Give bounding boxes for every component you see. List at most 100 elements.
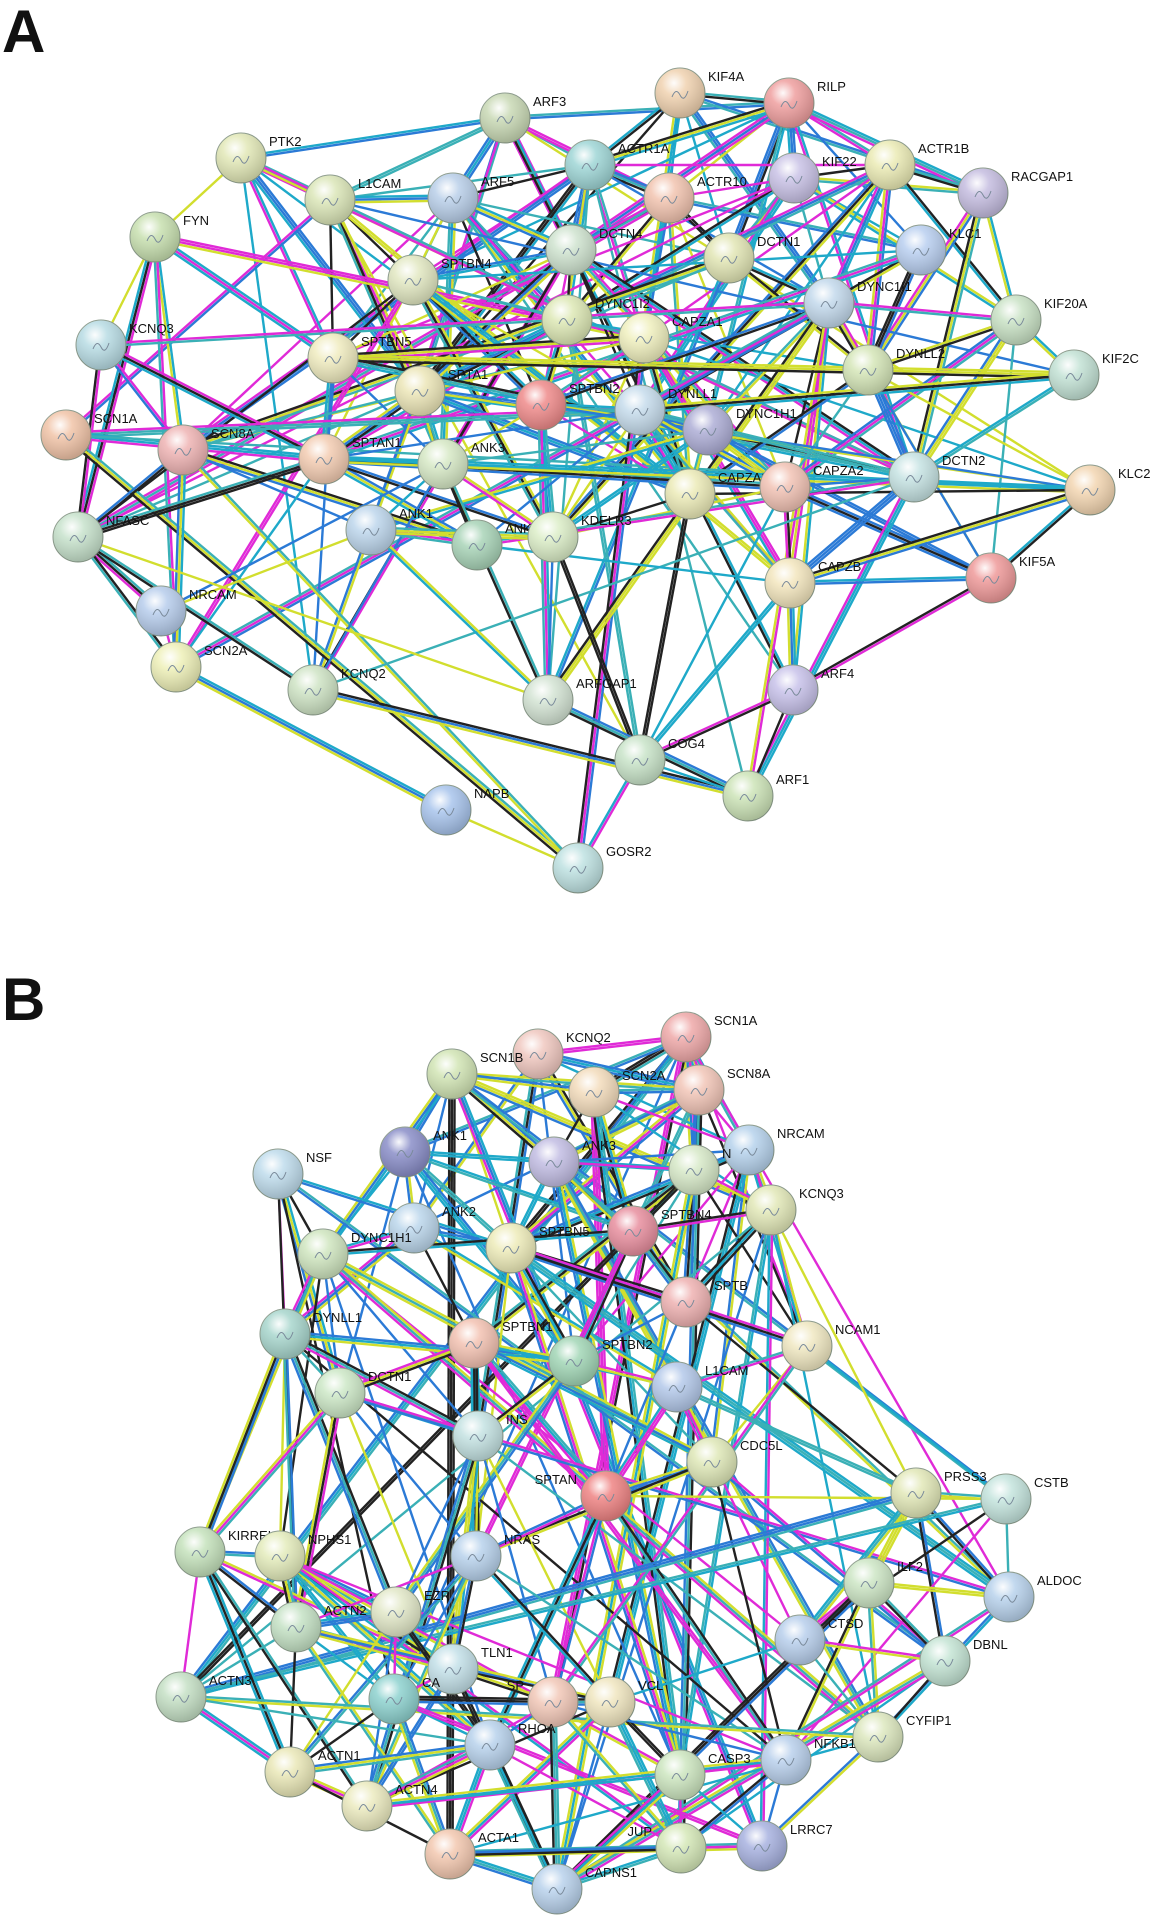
node-nfkb1[interactable]: NFKB1 <box>760 1734 856 1786</box>
node-arfgap1[interactable]: ARFGAP1 <box>522 674 637 726</box>
node-sptbn5[interactable]: SPTBN5 <box>485 1222 590 1274</box>
node-cyfip1[interactable]: CYFIP1 <box>852 1711 952 1763</box>
node-dctn1[interactable]: DCTN1 <box>703 232 800 284</box>
node-sptb[interactable]: SPTB <box>660 1276 748 1328</box>
node-scn2a[interactable]: SCN2A <box>150 641 248 693</box>
node-sptan1[interactable]: SPTAN1 <box>298 433 402 485</box>
node-arf5[interactable]: ARF5 <box>427 172 514 224</box>
node-klc2[interactable]: KLC2 <box>1064 464 1151 516</box>
node-dctn2[interactable]: DCTN2 <box>888 451 985 503</box>
node-arf4[interactable]: ARF4 <box>767 664 854 716</box>
node-actn2[interactable]: ACTN2 <box>270 1601 367 1653</box>
node-actn4[interactable]: ACTN4 <box>341 1780 438 1832</box>
node-nfasc[interactable]: NFASC <box>52 511 149 563</box>
node-actn1[interactable]: ACTN1 <box>264 1746 361 1798</box>
node-klc1[interactable]: KLC1 <box>895 224 982 276</box>
node-n[interactable]: N <box>668 1144 731 1196</box>
node-ank2[interactable]: ANK2 <box>388 1202 476 1254</box>
node-dctn4[interactable]: DCTN4 <box>545 224 642 276</box>
node-kcnq3[interactable]: KCNQ3 <box>75 319 174 371</box>
node-spta1[interactable]: SPTA1 <box>394 365 488 417</box>
node-fyn[interactable]: FYN <box>129 211 209 263</box>
node-dync1i2[interactable]: DYNC1I2 <box>541 294 650 346</box>
node-ca[interactable]: CA <box>368 1673 440 1725</box>
node-cstb[interactable]: CSTB <box>980 1473 1069 1525</box>
node-vcl[interactable]: VCL <box>584 1676 663 1728</box>
node-nphs1[interactable]: NPHS1 <box>254 1530 351 1582</box>
node-l1cam[interactable]: L1CAM <box>651 1361 748 1413</box>
node-capzb[interactable]: CAPZB <box>764 557 861 609</box>
node-capza2[interactable]: CAPZA2 <box>759 461 864 513</box>
node-sptan[interactable]: SPTAN <box>535 1470 632 1522</box>
node-napb[interactable]: NAPB <box>420 784 509 836</box>
node-capza1[interactable]: CAPZA1 <box>618 312 723 364</box>
node-actr10[interactable]: ACTR10 <box>643 172 747 224</box>
node-scn2a[interactable]: SCN2A <box>568 1066 666 1118</box>
node-acta1[interactable]: ACTA1 <box>424 1828 519 1880</box>
node-ctsd[interactable]: CTSD <box>774 1614 863 1666</box>
node-scn1b[interactable]: SCN1B <box>426 1048 523 1100</box>
node-kdelr3[interactable]: KDELR3 <box>527 511 632 563</box>
node-cdc5l[interactable]: CDC5L <box>686 1436 783 1488</box>
node-dync1h1[interactable]: DYNC1H1 <box>297 1228 412 1280</box>
node-dctn1[interactable]: DCTN1 <box>314 1367 411 1419</box>
node-sptbn4[interactable]: SPTBN4 <box>387 254 492 306</box>
node-aldoc[interactable]: ALDOC <box>983 1571 1082 1623</box>
node-dynll1[interactable]: DYNLL1 <box>614 384 717 436</box>
node-sptbn5[interactable]: SPTBN5 <box>307 332 412 384</box>
node-sptbn4[interactable]: SPTBN4 <box>607 1205 712 1257</box>
node-rhoa[interactable]: RHOA <box>464 1719 556 1771</box>
node-nrcam[interactable]: NRCAM <box>135 585 237 637</box>
node-kif20a[interactable]: KIF20A <box>990 294 1088 346</box>
node-dynll2[interactable]: DYNLL2 <box>842 344 945 396</box>
node-sptbn1[interactable]: SPTBN1 <box>448 1317 553 1369</box>
node-kif2c[interactable]: KIF2C <box>1048 349 1139 401</box>
node-ncam1[interactable]: NCAM1 <box>781 1320 881 1372</box>
node-dync1i1[interactable]: DYNC1I1 <box>803 277 912 329</box>
node-actr1a[interactable]: ACTR1A <box>564 139 670 191</box>
node-capza3[interactable]: CAPZA3 <box>664 468 769 520</box>
node-l1cam[interactable]: L1CAM <box>304 174 401 226</box>
node-ins[interactable]: INS <box>452 1410 528 1462</box>
node-ezr[interactable]: EZR <box>370 1586 450 1638</box>
node-scn8a[interactable]: SCN8A <box>673 1064 771 1116</box>
node-kcnq2[interactable]: KCNQ2 <box>512 1028 611 1080</box>
node-rilp[interactable]: RILP <box>763 77 846 129</box>
node-kcnq3[interactable]: KCNQ3 <box>745 1184 844 1236</box>
node-cog4[interactable]: COG4 <box>614 734 705 786</box>
node-kif5a[interactable]: KIF5A <box>965 552 1055 604</box>
node-prss3[interactable]: PRSS3 <box>890 1467 987 1519</box>
node-actr1b[interactable]: ACTR1B <box>864 139 969 191</box>
node-kcnq2[interactable]: KCNQ2 <box>287 664 386 716</box>
node-nsf[interactable]: NSF <box>252 1148 332 1200</box>
node-actn3[interactable]: ACTN3 <box>155 1671 252 1723</box>
node-dync1h1[interactable]: DYNC1H1 <box>682 404 797 456</box>
node-ank3[interactable]: ANK3 <box>417 438 505 490</box>
node-racgap1[interactable]: RACGAP1 <box>957 167 1073 219</box>
node-nrcam[interactable]: NRCAM <box>723 1124 825 1176</box>
node-arf3[interactable]: ARF3 <box>479 92 566 144</box>
node-jup[interactable]: JUP <box>627 1822 707 1874</box>
node-sp[interactable]: SP <box>507 1676 579 1728</box>
node-kirrel[interactable]: KIRREL <box>174 1526 275 1578</box>
node-sptbn2[interactable]: SPTBN2 <box>548 1335 653 1387</box>
node-casp3[interactable]: CASP3 <box>654 1749 751 1801</box>
node-gosr2[interactable]: GOSR2 <box>552 842 652 894</box>
node-sptbn2[interactable]: SPTBN2 <box>515 379 620 431</box>
node-ank1[interactable]: ANK1 <box>379 1126 467 1178</box>
node-ank1[interactable]: ANK1 <box>345 504 433 556</box>
node-lrrc7[interactable]: LRRC7 <box>736 1820 833 1872</box>
node-arf1[interactable]: ARF1 <box>722 770 809 822</box>
node-scn8a[interactable]: SCN8A <box>157 424 255 476</box>
node-kif4a[interactable]: KIF4A <box>654 67 744 119</box>
node-tln1[interactable]: TLN1 <box>427 1643 513 1695</box>
node-ilf2[interactable]: ILF2 <box>843 1557 923 1609</box>
node-dynll1[interactable]: DYNLL1 <box>259 1308 362 1360</box>
node-kif22[interactable]: KIF22 <box>768 152 857 204</box>
node-dbnl[interactable]: DBNL <box>919 1635 1008 1687</box>
node-ptk2[interactable]: PTK2 <box>215 132 302 184</box>
node-capns1[interactable]: CAPNS1 <box>531 1863 637 1915</box>
node-nras[interactable]: NRAS <box>450 1530 540 1582</box>
node-scn1a[interactable]: SCN1A <box>40 409 138 461</box>
node-ank2[interactable]: ANK2 <box>451 519 539 571</box>
